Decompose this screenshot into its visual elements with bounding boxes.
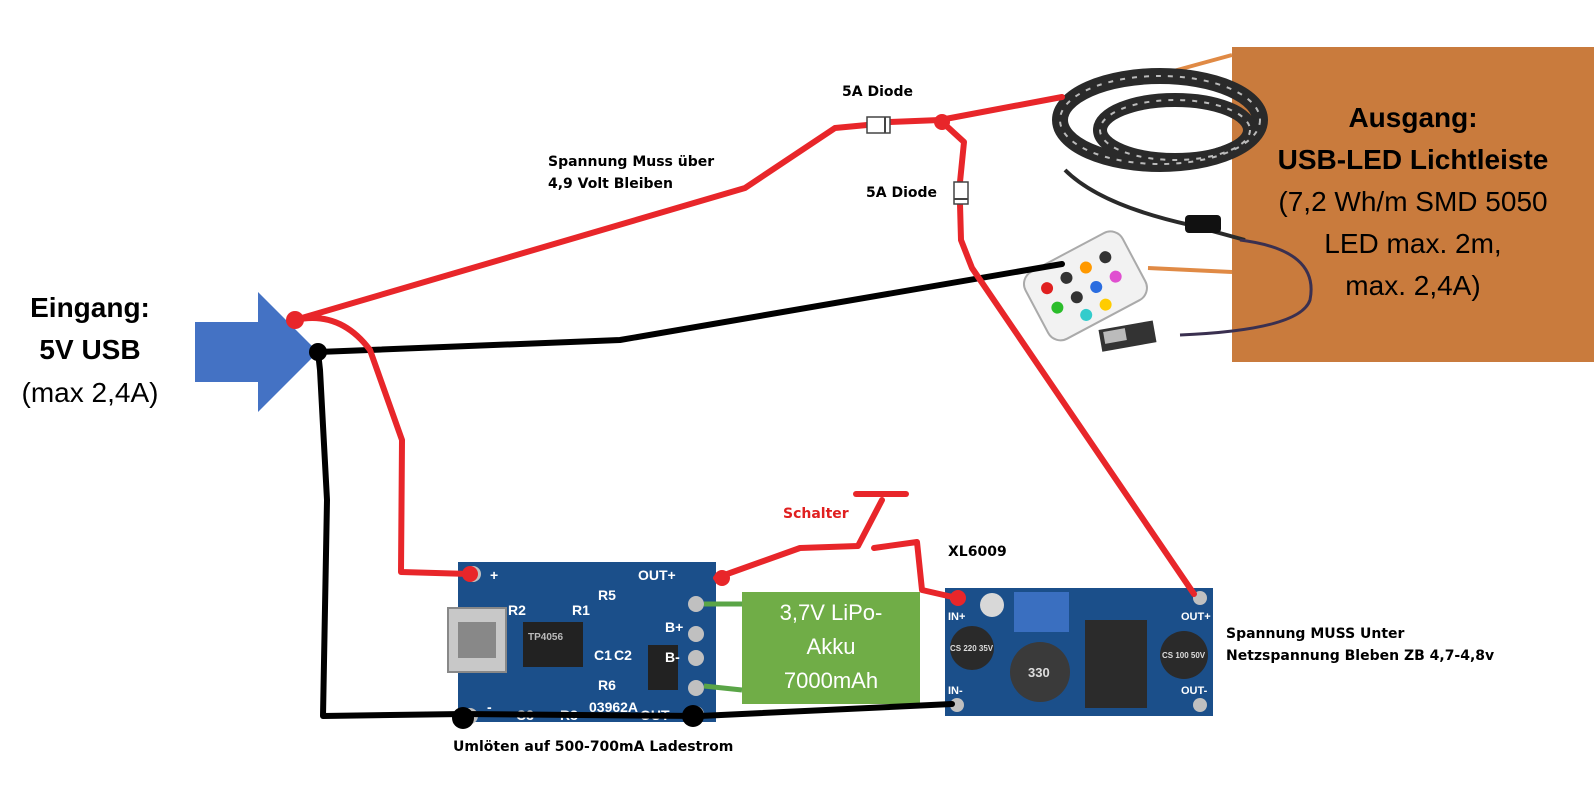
boost-inductor-label: 330 xyxy=(1028,665,1050,680)
boost-pin-in-minus: IN- xyxy=(948,685,963,697)
voltage-note-line1: Spannung Muss über xyxy=(548,154,715,170)
input-voltage: 5V USB xyxy=(39,334,141,365)
diode-junction xyxy=(934,114,950,130)
charger-part-r6: R6 xyxy=(598,677,616,693)
charger-outplus-junction xyxy=(714,570,730,586)
boost-pin-out-plus: OUT+ xyxy=(1181,611,1211,623)
charger-part-r2: R2 xyxy=(508,602,526,618)
charger-part-c2: C2 xyxy=(614,647,632,663)
ground-junction xyxy=(682,705,704,727)
boost-cap-in-label: CS 220 35V xyxy=(950,644,994,653)
remote-control-image xyxy=(1023,230,1148,342)
output-title: Ausgang: xyxy=(1348,102,1478,133)
charger-pin-b-minus: B- xyxy=(665,649,680,665)
input-title: Eingang: xyxy=(30,292,150,323)
output-spec-1: (7,2 Wh/m SMD 5050 xyxy=(1278,186,1548,217)
voltage-note-line2: 4,9 Volt Bleiben xyxy=(548,176,673,192)
diode-right xyxy=(953,181,969,205)
charger-pin-b-plus: B+ xyxy=(665,619,683,635)
battery-line3: 7000mAh xyxy=(783,668,879,693)
input-current: (max 2,4A) xyxy=(21,377,159,408)
battery-box xyxy=(742,592,920,704)
diode-right-label: 5A Diode xyxy=(866,185,938,201)
charger-part-r1: R1 xyxy=(572,602,590,618)
diode-top-label: 5A Diode xyxy=(842,84,914,100)
switch-label: Schalter xyxy=(783,506,849,522)
charger-part-c1: C1 xyxy=(594,647,612,663)
battery-line1: 3,7V LiPo- xyxy=(779,600,883,625)
led-strip-image xyxy=(1052,68,1313,352)
battery-wire-minus xyxy=(703,683,743,693)
boost-note-line1: Spannung MUSS Unter xyxy=(1226,626,1405,642)
charger-board xyxy=(447,562,716,724)
output-box xyxy=(1232,47,1594,362)
charger-note: Umlöten auf 500-700mA Ladestrom xyxy=(453,739,734,755)
boost-pin-in-plus: IN+ xyxy=(948,611,965,623)
boost-pin-out-minus: OUT- xyxy=(1181,685,1208,697)
boost-name-label: XL6009 xyxy=(948,544,1007,560)
charger-pin-out-plus: OUT+ xyxy=(638,567,676,583)
charger-part-r5: R5 xyxy=(598,587,616,603)
input-arrow xyxy=(195,292,318,412)
output-spec-3: max. 2,4A) xyxy=(1345,270,1481,301)
charger-pin-plus: + xyxy=(490,567,498,583)
boost-in-junction xyxy=(950,590,966,606)
battery-line2: Akku xyxy=(806,634,856,659)
boost-cap-out-label: CS 100 50V xyxy=(1162,651,1206,660)
output-spec-2: LED max. 2m, xyxy=(1324,228,1502,259)
output-device: USB-LED Lichtleiste xyxy=(1277,144,1549,175)
charger-chip-label: TP4056 xyxy=(528,632,563,643)
orange-wire xyxy=(1147,266,1233,274)
ground-junction xyxy=(452,707,474,729)
boost-note-line2: Netzspannung Bleben ZB 4,7-4,8v xyxy=(1226,648,1495,664)
charger-plus-junction xyxy=(462,566,478,582)
boost-board xyxy=(945,588,1213,716)
charger-pin-minus: - xyxy=(487,699,492,715)
ground-junction xyxy=(309,343,327,361)
charger-board-code: 03962A xyxy=(589,699,638,715)
positive-junction xyxy=(286,311,304,329)
diode-top xyxy=(866,116,891,134)
positive-wires xyxy=(292,94,1197,601)
